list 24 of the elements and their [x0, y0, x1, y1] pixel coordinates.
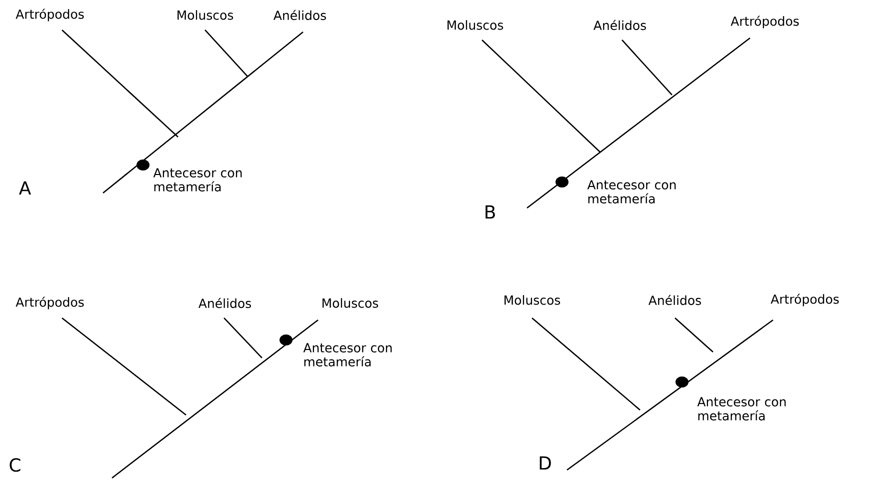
taxon-label: Artrópodos [16, 8, 84, 22]
taxon-label: Anélidos [274, 10, 326, 20]
node-caption: Antecesor con metamería [303, 343, 392, 366]
panel-letter: C [10, 458, 20, 472]
ancestor-dot [676, 376, 688, 388]
node-caption: Antecesor con metamería [697, 397, 786, 420]
taxon-label: Artrópodos [16, 296, 84, 310]
panel-letter: B [486, 205, 495, 219]
panel-letter: D [540, 456, 551, 470]
ancestor-dot [556, 176, 568, 188]
panel-letter: A [19, 181, 32, 195]
taxon-label: Anélidos [594, 20, 646, 30]
taxon-label: Anélidos [198, 298, 251, 308]
node-caption: Antecesor con metamería [587, 180, 676, 204]
taxon-label: Moluscos [178, 10, 234, 20]
ancestor-dot [280, 334, 292, 346]
taxon-label: Anélidos [648, 294, 701, 306]
taxon-label: Artrópodos [770, 294, 839, 306]
taxon-label: Moluscos [448, 20, 504, 30]
taxon-label: Moluscos [322, 298, 378, 308]
taxon-label: Moluscos [504, 295, 560, 305]
taxon-label: Artrópodos [730, 16, 799, 28]
ancestor-dot [136, 160, 150, 170]
node-caption: Antecesor con metamería [153, 168, 242, 192]
